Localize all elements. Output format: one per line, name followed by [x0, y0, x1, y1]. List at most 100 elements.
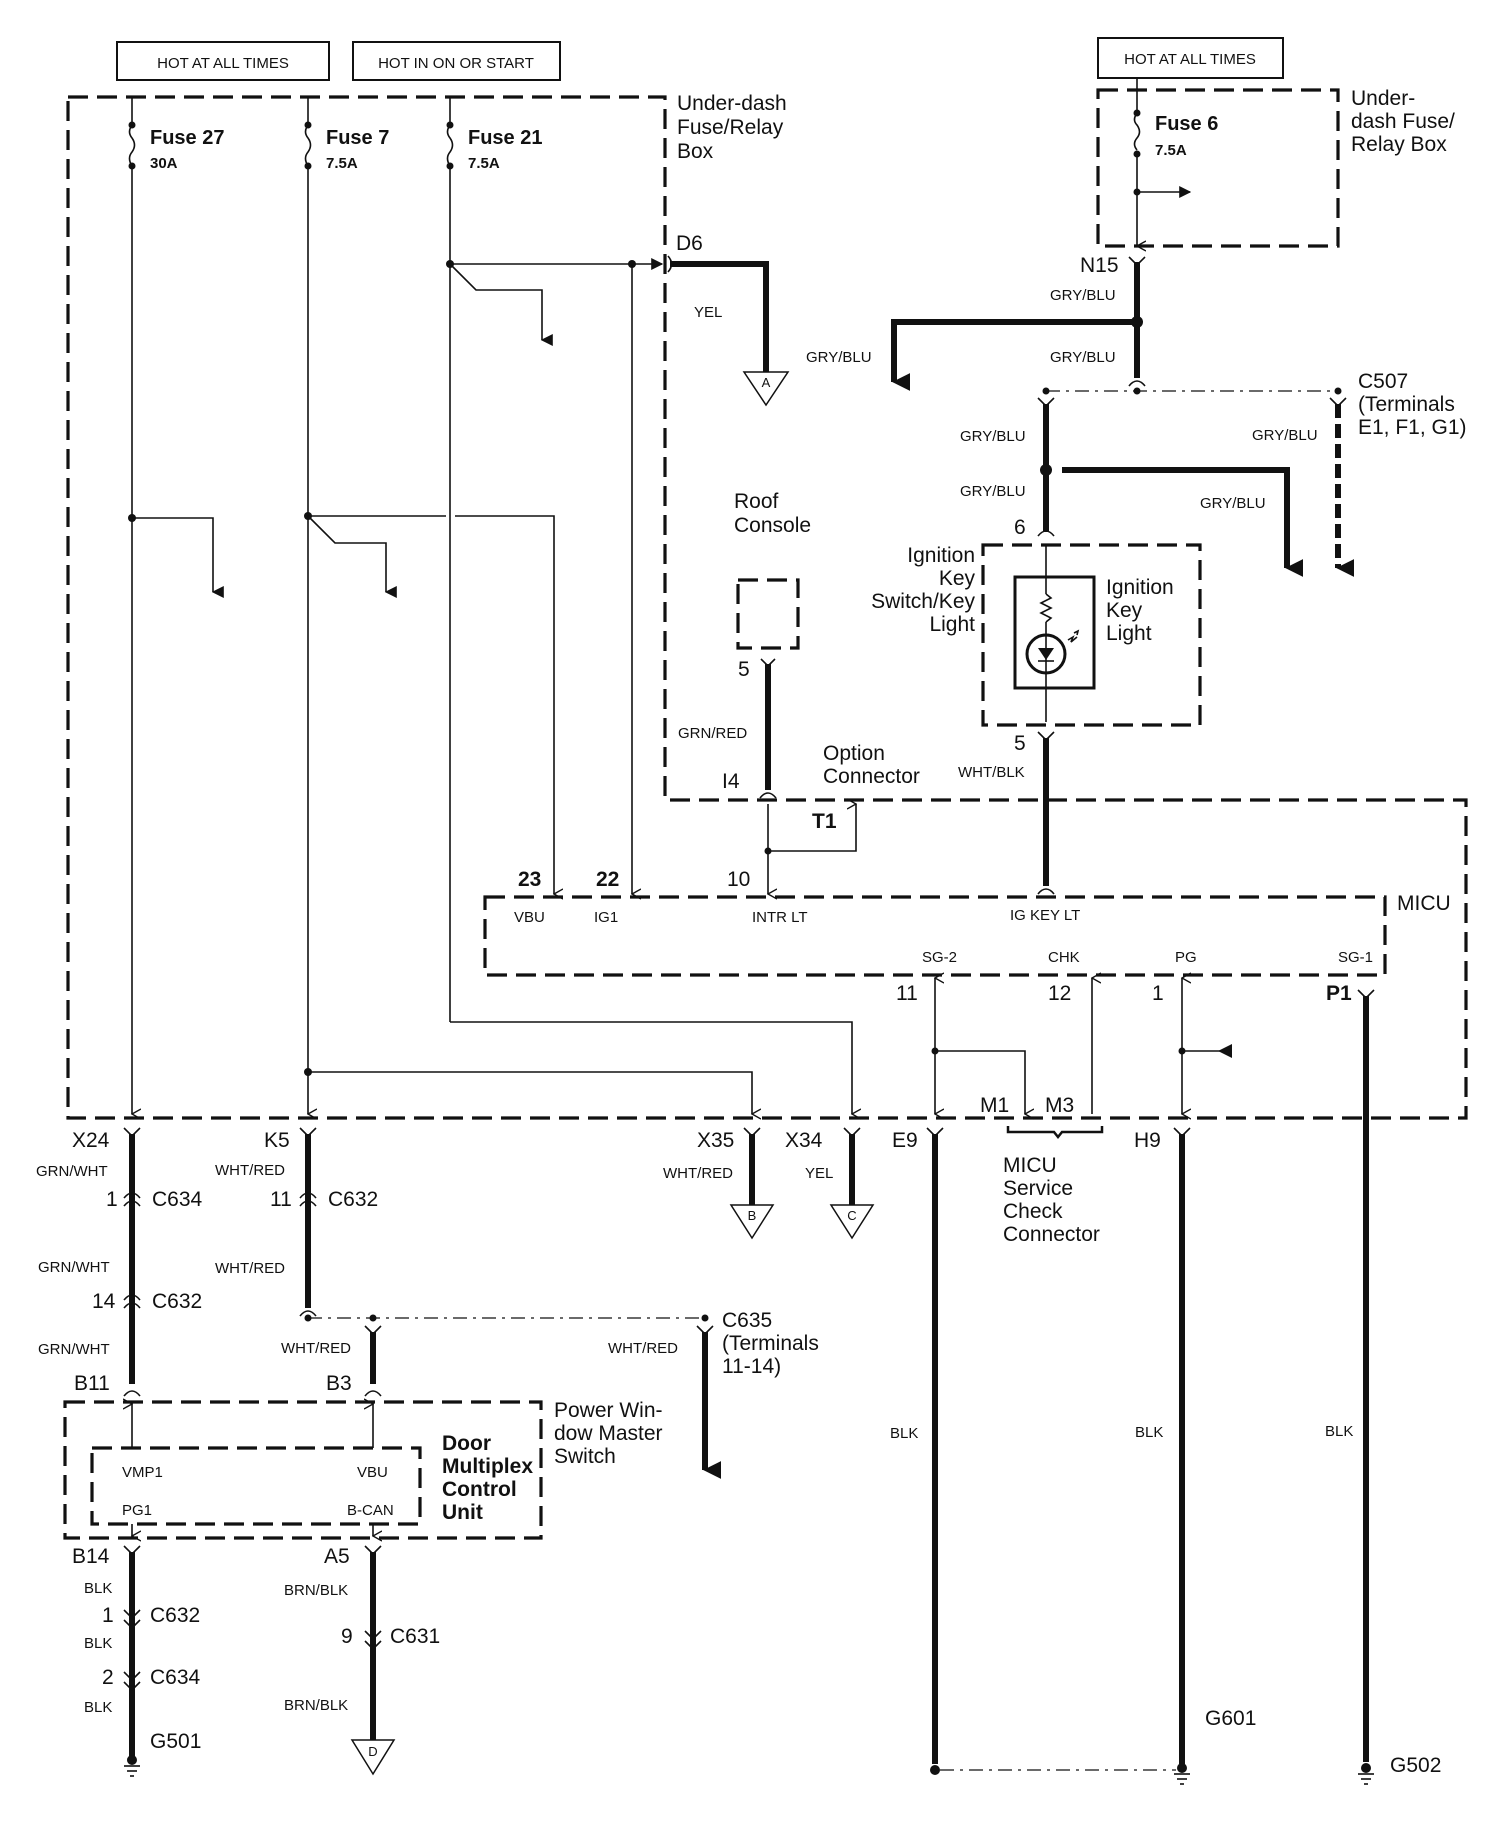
svg-text:X35: X35: [697, 1129, 734, 1152]
svg-text:7.5A: 7.5A: [468, 155, 500, 172]
door-multiplex-control-unit-outline: [90, 1446, 422, 1526]
svg-text:Under-: Under-: [1351, 87, 1415, 110]
svg-text:A5: A5: [324, 1545, 350, 1568]
svg-text:WHT/BLK: WHT/BLK: [958, 764, 1025, 781]
a5-brn-blk-wire: A5 BRN/BLK 9 C631 BRN/BLK D: [284, 1545, 440, 1776]
svg-text:GRY/BLU: GRY/BLU: [1252, 427, 1318, 444]
power-window-master-switch-outline: [63, 1400, 543, 1540]
svg-text:BRN/BLK: BRN/BLK: [284, 1697, 348, 1714]
svg-text:2: 2: [102, 1666, 114, 1689]
shield-ground-icon: [1218, 1044, 1232, 1058]
svg-text:Switch: Switch: [554, 1445, 616, 1468]
fuse-27: Fuse 27 30A: [128, 97, 224, 172]
svg-text:5: 5: [738, 658, 750, 681]
svg-text:GRY/BLU: GRY/BLU: [960, 483, 1026, 500]
svg-text:1: 1: [1152, 982, 1164, 1005]
bulb-icon: [1025, 633, 1067, 675]
underdash-fuse-box-right-label: Under- dash Fuse/ Relay Box: [1351, 87, 1455, 156]
fuse-21: Fuse 21 7.5A: [446, 97, 542, 172]
svg-text:Key: Key: [939, 567, 976, 590]
svg-text:(Terminals: (Terminals: [722, 1332, 819, 1355]
svg-text:A: A: [762, 375, 771, 390]
ignition-to-micu-wire: 5 WHT/BLK: [958, 731, 1055, 895]
svg-text:BRN/BLK: BRN/BLK: [284, 1582, 348, 1599]
svg-text:Light: Light: [1106, 622, 1152, 645]
diode-icon: [1038, 648, 1054, 660]
svg-text:GRY/BLU: GRY/BLU: [1050, 349, 1116, 366]
svg-text:VBU: VBU: [514, 909, 545, 926]
reference-a-icon: A: [742, 371, 790, 407]
svg-text:11: 11: [270, 1188, 292, 1211]
roof-console-wire: 5 GRN/RED I4: [678, 658, 777, 799]
x35-wire: X35 WHT/RED B: [663, 1127, 775, 1240]
svg-text:C632: C632: [150, 1604, 200, 1627]
underdash-fuse-box-outline: [66, 95, 1468, 1120]
svg-text:Key: Key: [1106, 599, 1143, 622]
svg-text:SG-2: SG-2: [922, 949, 957, 966]
svg-text:G601: G601: [1205, 1707, 1256, 1730]
roof-console: Roof Console: [734, 490, 811, 650]
svg-text:M1: M1: [980, 1094, 1009, 1117]
c635-splice: C635 (Terminals 11-14) WHT/RED B3 WHT/RE…: [281, 1309, 819, 1479]
svg-text:I4: I4: [722, 770, 740, 793]
svg-text:Multiplex: Multiplex: [442, 1455, 533, 1478]
svg-text:Check: Check: [1003, 1200, 1063, 1223]
svg-text:GRN/WHT: GRN/WHT: [38, 1259, 110, 1276]
svg-text:Power Win-: Power Win-: [554, 1399, 663, 1422]
svg-text:B11: B11: [74, 1372, 110, 1395]
hot-in-on-or-start-box: HOT IN ON OR START: [352, 41, 561, 81]
fuse-symbol-icon: [304, 124, 312, 167]
svg-text:INTR LT: INTR LT: [752, 909, 808, 926]
svg-text:dash Fuse/: dash Fuse/: [1351, 110, 1455, 133]
svg-text:Fuse/Relay: Fuse/Relay: [677, 116, 784, 139]
svg-text:IG1: IG1: [594, 909, 618, 926]
svg-text:22: 22: [596, 868, 619, 891]
e9-blk-wire: E9 BLK: [890, 1127, 1176, 1775]
svg-text:BLK: BLK: [890, 1425, 918, 1442]
svg-text:10: 10: [727, 868, 750, 891]
svg-text:Fuse 21: Fuse 21: [468, 127, 542, 149]
svg-text:C632: C632: [328, 1188, 378, 1211]
micu-service-check-connector: M1 M3 MICU Service Check Connector: [980, 1094, 1104, 1246]
svg-text:Ignition: Ignition: [1106, 576, 1174, 599]
door-multiplex-control-unit-label: Door Multiplex Control Unit: [442, 1432, 533, 1524]
svg-text:H9: H9: [1134, 1129, 1161, 1152]
bracket-icon: [1006, 1126, 1104, 1140]
svg-text:C634: C634: [152, 1188, 203, 1211]
svg-text:Option: Option: [823, 742, 885, 765]
svg-text:1: 1: [106, 1188, 118, 1211]
svg-text:BLK: BLK: [84, 1580, 112, 1597]
svg-text:Box: Box: [677, 140, 714, 163]
x34-wire: X34 YEL C: [785, 1127, 875, 1240]
svg-text:GRY/BLU: GRY/BLU: [1200, 495, 1266, 512]
svg-text:BLK: BLK: [1325, 1423, 1353, 1440]
svg-text:SG-1: SG-1: [1338, 949, 1373, 966]
svg-text:Relay Box: Relay Box: [1351, 133, 1447, 156]
hot-at-all-times-box-right: HOT AT ALL TIMES: [1097, 37, 1284, 79]
svg-text:Door: Door: [442, 1432, 491, 1455]
b14-blk-wire: B14 BLK 1 C632 BLK 2 C634 BLK G501: [72, 1545, 201, 1762]
svg-text:Connector: Connector: [823, 765, 920, 788]
ground-g501-icon: [124, 1755, 140, 1777]
svg-text:K5: K5: [264, 1129, 290, 1152]
svg-text:GRY/BLU: GRY/BLU: [960, 428, 1026, 445]
svg-text:M3: M3: [1045, 1094, 1074, 1117]
fuse-21-circuit: [446, 166, 852, 1114]
svg-text:GRN/WHT: GRN/WHT: [36, 1163, 108, 1180]
ground-g601-icon: [1174, 1763, 1190, 1785]
svg-text:C635: C635: [722, 1309, 772, 1332]
svg-text:MICU: MICU: [1003, 1154, 1057, 1177]
svg-text:Switch/Key: Switch/Key: [871, 590, 975, 613]
svg-text:12: 12: [1048, 982, 1071, 1005]
svg-text:5: 5: [1014, 732, 1026, 755]
svg-text:7.5A: 7.5A: [1155, 142, 1187, 159]
svg-text:X34: X34: [785, 1129, 823, 1152]
svg-text:GRY/BLU: GRY/BLU: [1050, 287, 1116, 304]
svg-text:Unit: Unit: [442, 1501, 483, 1524]
svg-text:WHT/RED: WHT/RED: [663, 1165, 733, 1182]
fuse-symbol-icon: [1133, 112, 1141, 151]
svg-text:X24: X24: [72, 1129, 110, 1152]
svg-text:BLK: BLK: [84, 1635, 112, 1652]
fuse-6: Fuse 6 7.5A: [1133, 78, 1218, 246]
